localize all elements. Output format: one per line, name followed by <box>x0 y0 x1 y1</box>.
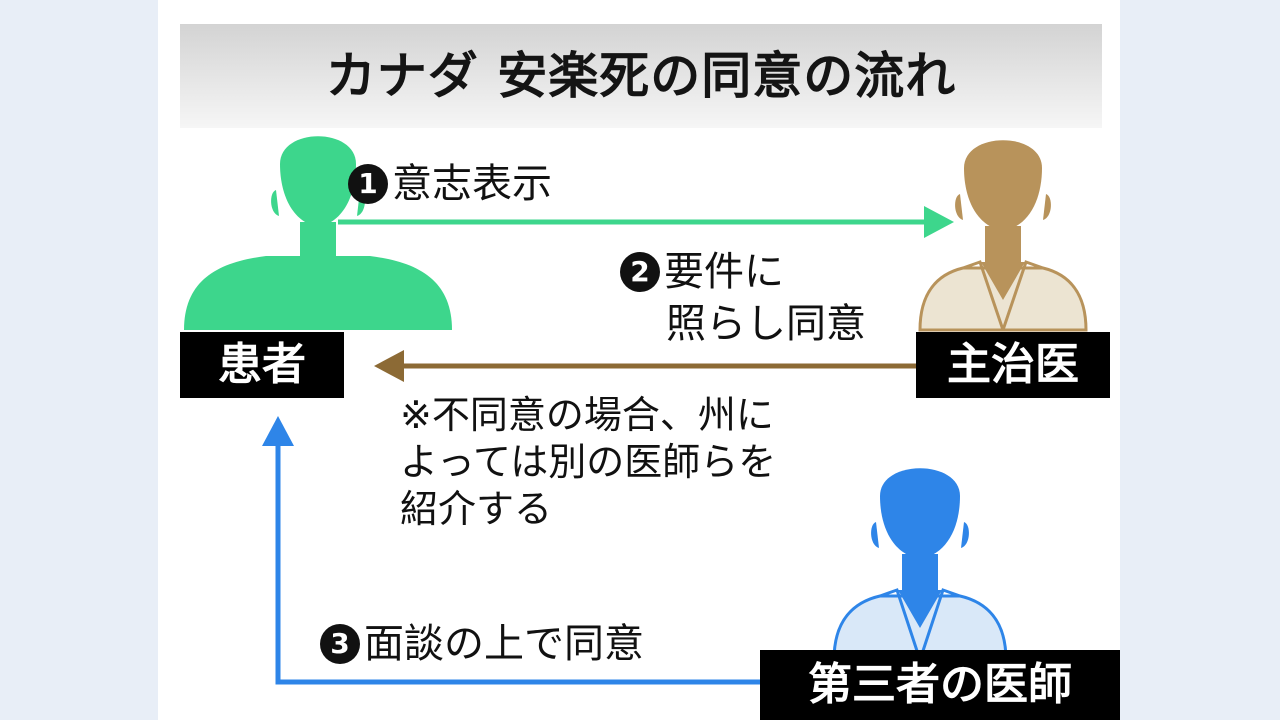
step-2-text-line-1: 要件に <box>664 249 784 295</box>
diagram-title: カナダ 安楽死の同意の流れ <box>325 47 957 105</box>
attending-physician-label: 主治医 <box>916 332 1110 398</box>
arrow-step-1 <box>338 206 954 238</box>
third-party-physician-figure-icon <box>832 468 1008 662</box>
step-1-number-badge: 1 <box>348 164 388 204</box>
step-3-text: 面談の上で同意 <box>364 621 644 667</box>
title-bar: カナダ 安楽死の同意の流れ <box>180 24 1102 128</box>
step-2-number-badge: 2 <box>620 252 660 292</box>
step-2-label-line-2: 照らし同意 <box>666 301 866 347</box>
disagreement-note: ※不同意の場合、州に よっては別の医師らを 紹介する <box>400 392 776 533</box>
patient-label: 患者 <box>180 332 344 398</box>
arrow-step-2 <box>374 350 920 382</box>
patient-figure-icon <box>184 136 452 330</box>
note-line-3: 紹介する <box>400 487 553 531</box>
diagram-card: カナダ 安楽死の同意の流れ <box>158 0 1120 720</box>
diagram-graphics <box>184 136 1088 685</box>
attending-physician-figure-icon <box>918 140 1088 332</box>
step-3-number-badge: 3 <box>320 624 360 664</box>
note-line-2: よっては別の医師らを <box>400 440 777 484</box>
note-line-1: ※不同意の場合、州に <box>400 393 774 437</box>
third-party-physician-label: 第三者の医師 <box>760 650 1120 720</box>
arrow-step-3 <box>262 416 760 685</box>
step-1-text: 意志表示 <box>392 161 552 207</box>
